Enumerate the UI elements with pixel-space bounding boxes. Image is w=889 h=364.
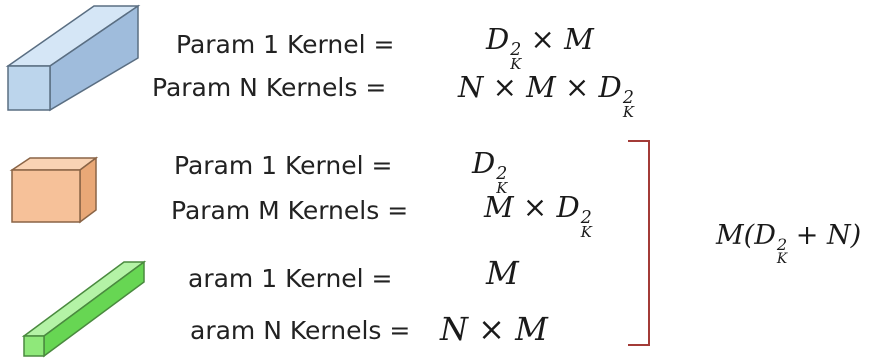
pointwise-param-n-label: aram N Kernels = <box>190 316 411 345</box>
green-kernel-bar-icon <box>21 260 147 358</box>
blue-kernel-cuboid-icon <box>5 4 141 112</box>
depthwise-param-one-label: Param 1 Kernel = <box>174 151 393 180</box>
orange-kernel-cube-icon <box>9 156 99 224</box>
grouping-bracket <box>628 140 650 346</box>
pointwise-param-n-formula: N × M <box>440 310 548 348</box>
standard-param-n-label: Param N Kernels = <box>152 73 387 102</box>
pointwise-param-one-formula: M <box>486 254 519 292</box>
pointwise-param-one-label: aram 1 Kernel = <box>188 264 393 293</box>
standard-param-one-label: Param 1 Kernel = <box>176 30 395 59</box>
depthwise-param-m-label: Param M Kernels = <box>171 196 409 225</box>
